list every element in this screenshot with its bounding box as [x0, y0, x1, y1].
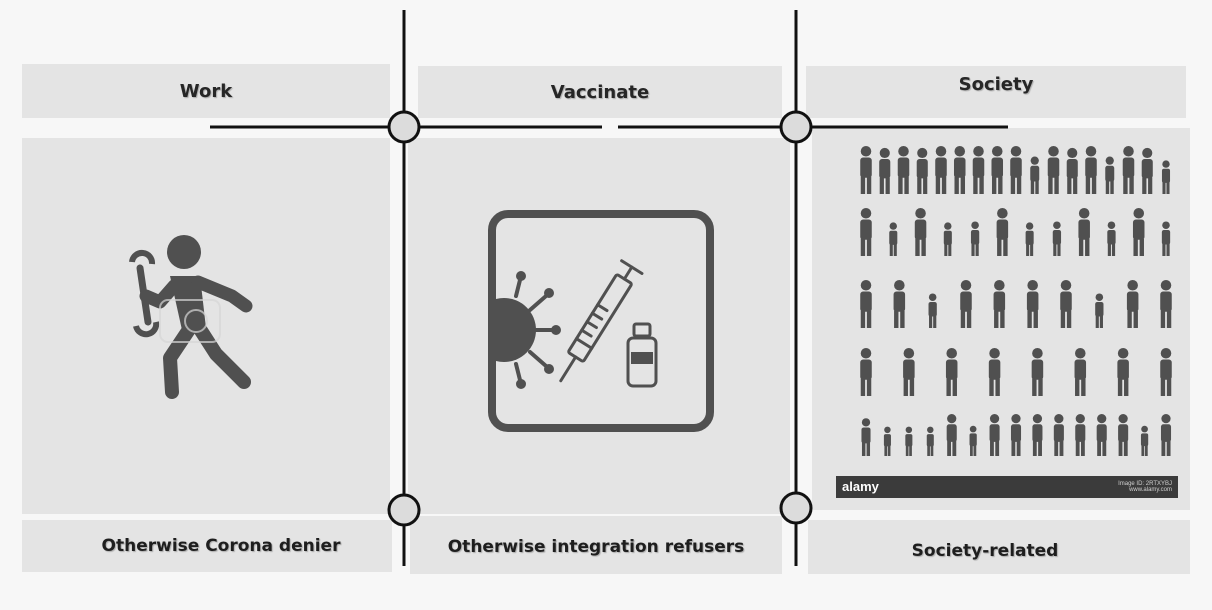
watermark-meta: Image ID: 2RTXYBJ www.alamy.com [1118, 481, 1172, 493]
watermark-bar: alamy Image ID: 2RTXYBJ www.alamy.com [836, 476, 1178, 498]
footer-work-label: Otherwise Corona denier [101, 536, 341, 556]
header-work: Work [22, 64, 390, 118]
footer-work: Otherwise Corona denier [22, 520, 392, 572]
footer-vaccinate-label: Otherwise integration refusers [447, 537, 745, 557]
panel-work [22, 138, 390, 514]
header-society: Society [806, 66, 1186, 118]
footer-society: Society-related [808, 520, 1190, 574]
watermark-image-id: Image ID: 2RTXYBJ [1118, 481, 1172, 487]
header-society-label: Society [958, 73, 1034, 95]
header-vaccinate: Vaccinate [418, 66, 782, 118]
footer-society-label: Society-related [911, 541, 1059, 561]
panel-society [812, 128, 1190, 510]
watermark-logo: alamy [842, 479, 879, 494]
footer-vaccinate: Otherwise integration refusers [410, 516, 782, 574]
panel-vaccinate [408, 138, 790, 514]
watermark-site: www.alamy.com [1129, 487, 1172, 493]
header-work-label: Work [179, 80, 233, 102]
header-vaccinate-label: Vaccinate [550, 81, 650, 103]
